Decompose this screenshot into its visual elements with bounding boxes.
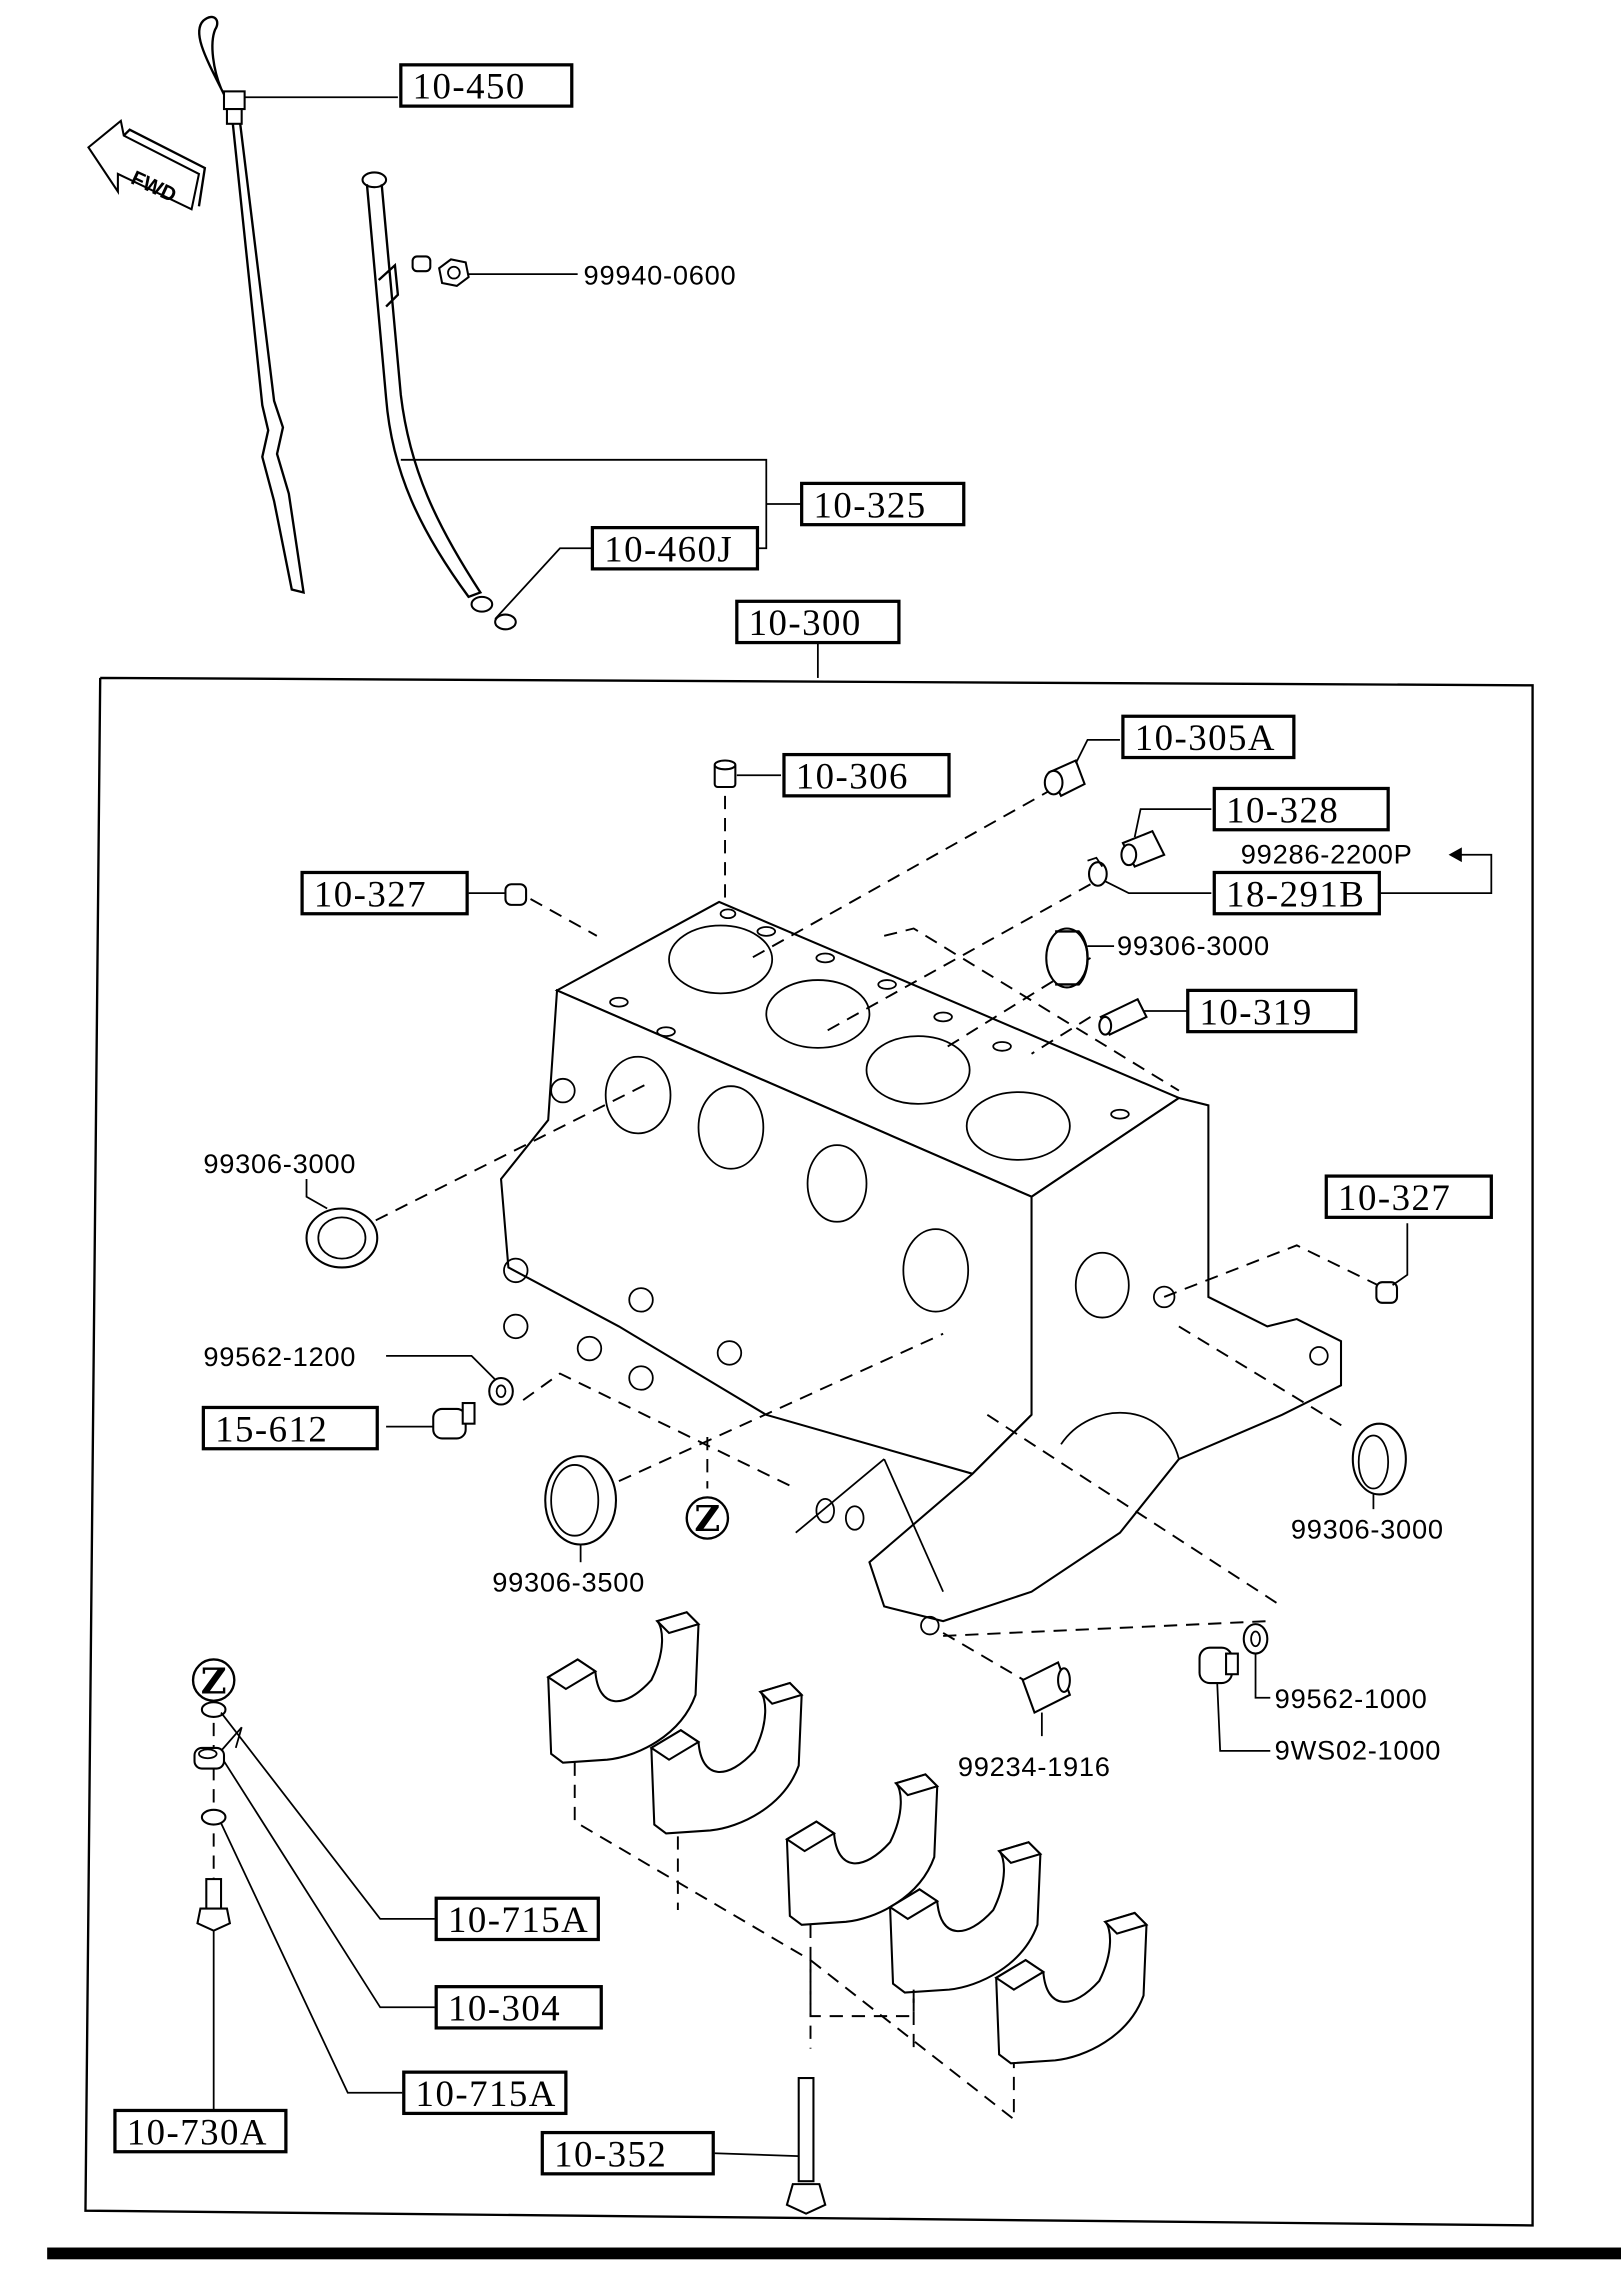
part-number-text: 10-327	[314, 873, 427, 914]
page-bottom-rule	[47, 2247, 1621, 2260]
part-label-99306-3500[interactable]: 99306-3500	[492, 1567, 645, 1598]
label-box	[434, 1896, 600, 1942]
plug-rear-part	[1043, 759, 1086, 798]
label-box	[782, 752, 951, 798]
plug-clip-part	[1087, 856, 1108, 887]
part-label-99234-1916[interactable]: 99234-1916	[958, 1751, 1111, 1782]
part-number-text: 10-715A	[416, 2073, 557, 2114]
dowel-pin-part	[1098, 997, 1148, 1036]
label-box	[434, 1985, 603, 2030]
part-label-10-327[interactable]: 10-327	[300, 870, 469, 916]
part-label-10-319[interactable]: 10-319	[1186, 988, 1358, 1034]
part-number-text: 10-352	[554, 2133, 667, 2174]
part-label-10-715A[interactable]: 10-715A	[402, 2070, 568, 2116]
label-box	[735, 599, 901, 645]
dowel-top-part	[713, 759, 737, 789]
washer-left-part	[488, 1376, 514, 1406]
tube-bolt-part	[438, 258, 470, 288]
part-label-99940-0600[interactable]: 99940-0600	[584, 259, 737, 290]
part-label-10-715A[interactable]: 10-715A	[434, 1896, 600, 1942]
part-label-10-306[interactable]: 10-306	[782, 752, 951, 798]
z-reference-marker-block: Z	[685, 1496, 730, 1540]
label-box	[113, 2108, 288, 2154]
z-reference-marker-jet: Z	[191, 1658, 236, 1702]
cylinder-block-group-frame	[84, 676, 1534, 2227]
part-label-10-305A[interactable]: 10-305A	[1121, 714, 1296, 760]
plug-small-part	[1120, 829, 1166, 868]
part-label-10-304[interactable]: 10-304	[434, 1985, 603, 2030]
part-label-15-612[interactable]: 15-612	[201, 1405, 379, 1451]
drain-plug-right-part	[1198, 1646, 1239, 1685]
leader-99286-2200P	[1380, 853, 1493, 894]
part-label-99562-1200[interactable]: 99562-1200	[203, 1341, 356, 1372]
label-box	[201, 1405, 379, 1451]
part-number-text: 10-328	[1226, 789, 1339, 830]
main-bearing-caps-part	[546, 1611, 1149, 2065]
cup-plug-front-part	[544, 1455, 618, 1546]
svg-text:Z: Z	[201, 1661, 227, 1702]
cup-plug-upper-right-part	[1045, 927, 1089, 989]
part-number-text: 10-460J	[604, 529, 733, 570]
part-label-10-450[interactable]: 10-450	[399, 63, 574, 108]
plug-left-part	[504, 883, 528, 906]
drain-plug-part	[432, 1402, 476, 1440]
part-label-10-300[interactable]: 10-300	[735, 599, 901, 645]
part-label-99562-1000[interactable]: 99562-1000	[1275, 1683, 1428, 1714]
part-number-text: 10-450	[413, 66, 526, 107]
label-box	[402, 2070, 568, 2116]
knock-pin-part	[1021, 1660, 1072, 1714]
dipstick-tube-part	[361, 171, 517, 631]
part-label-99286-2200P[interactable]: 99286-2200P	[1241, 839, 1413, 870]
part-number-labels: 10-450 10-325 10-460J 10-300 10-306 10-305A 10…	[113, 63, 1493, 2176]
part-number-text: 10-325	[813, 484, 926, 525]
part-number-text: 10-327	[1338, 1177, 1451, 1218]
part-number-text: 10-730A	[127, 2111, 268, 2152]
plug-right-part	[1375, 1281, 1399, 1304]
part-number-text: 10-306	[796, 755, 909, 796]
part-number-text: 10-304	[448, 1988, 561, 2029]
forward-direction-arrow-icon: FWD	[87, 118, 207, 211]
dipstick-part	[198, 15, 305, 595]
leader-10-460J	[494, 547, 593, 620]
part-number-text: 15-612	[215, 1408, 328, 1449]
part-label-10-325[interactable]: 10-325	[800, 481, 966, 527]
label-box	[300, 870, 469, 916]
part-label-10-327[interactable]: 10-327	[1324, 1174, 1493, 1219]
part-number-text: 10-300	[749, 602, 862, 643]
label-box	[399, 63, 574, 108]
part-number-text: 18-291B	[1226, 873, 1365, 914]
main-cap-bolt-part	[785, 2077, 827, 2215]
part-label-10-328[interactable]: 10-328	[1212, 786, 1390, 832]
cup-plug-left-part	[305, 1207, 379, 1269]
label-box	[1186, 988, 1358, 1034]
label-box	[590, 525, 760, 571]
part-label-9WS02-1000[interactable]: 9WS02-1000	[1275, 1735, 1441, 1766]
cup-plug-lower-right-part	[1351, 1422, 1407, 1496]
label-box	[540, 2130, 715, 2176]
oil-jet-assembly-part	[193, 1700, 243, 2111]
part-label-10-730A[interactable]: 10-730A	[113, 2108, 288, 2154]
label-box	[1324, 1174, 1493, 1219]
label-box	[1212, 786, 1390, 832]
part-label-10-460J[interactable]: 10-460J	[590, 525, 760, 571]
svg-text:Z: Z	[694, 1499, 720, 1540]
part-label-18-291B[interactable]: 18-291B	[1212, 870, 1381, 916]
cylinder-block-part	[499, 900, 1343, 1636]
label-box	[1121, 714, 1296, 760]
part-label-99306-3000[interactable]: 99306-3000	[203, 1148, 356, 1179]
part-number-text: 10-305A	[1135, 717, 1276, 758]
part-label-10-352[interactable]: 10-352	[540, 2130, 715, 2176]
part-number-text: 10-715A	[448, 1899, 589, 1940]
washer-right-part	[1242, 1623, 1269, 1655]
part-number-text: 10-319	[1200, 991, 1313, 1032]
label-box	[800, 481, 966, 527]
part-label-99306-3000[interactable]: 99306-3000	[1291, 1514, 1444, 1545]
label-box	[1212, 870, 1381, 916]
part-label-99306-3000[interactable]: 99306-3000	[1117, 930, 1270, 961]
